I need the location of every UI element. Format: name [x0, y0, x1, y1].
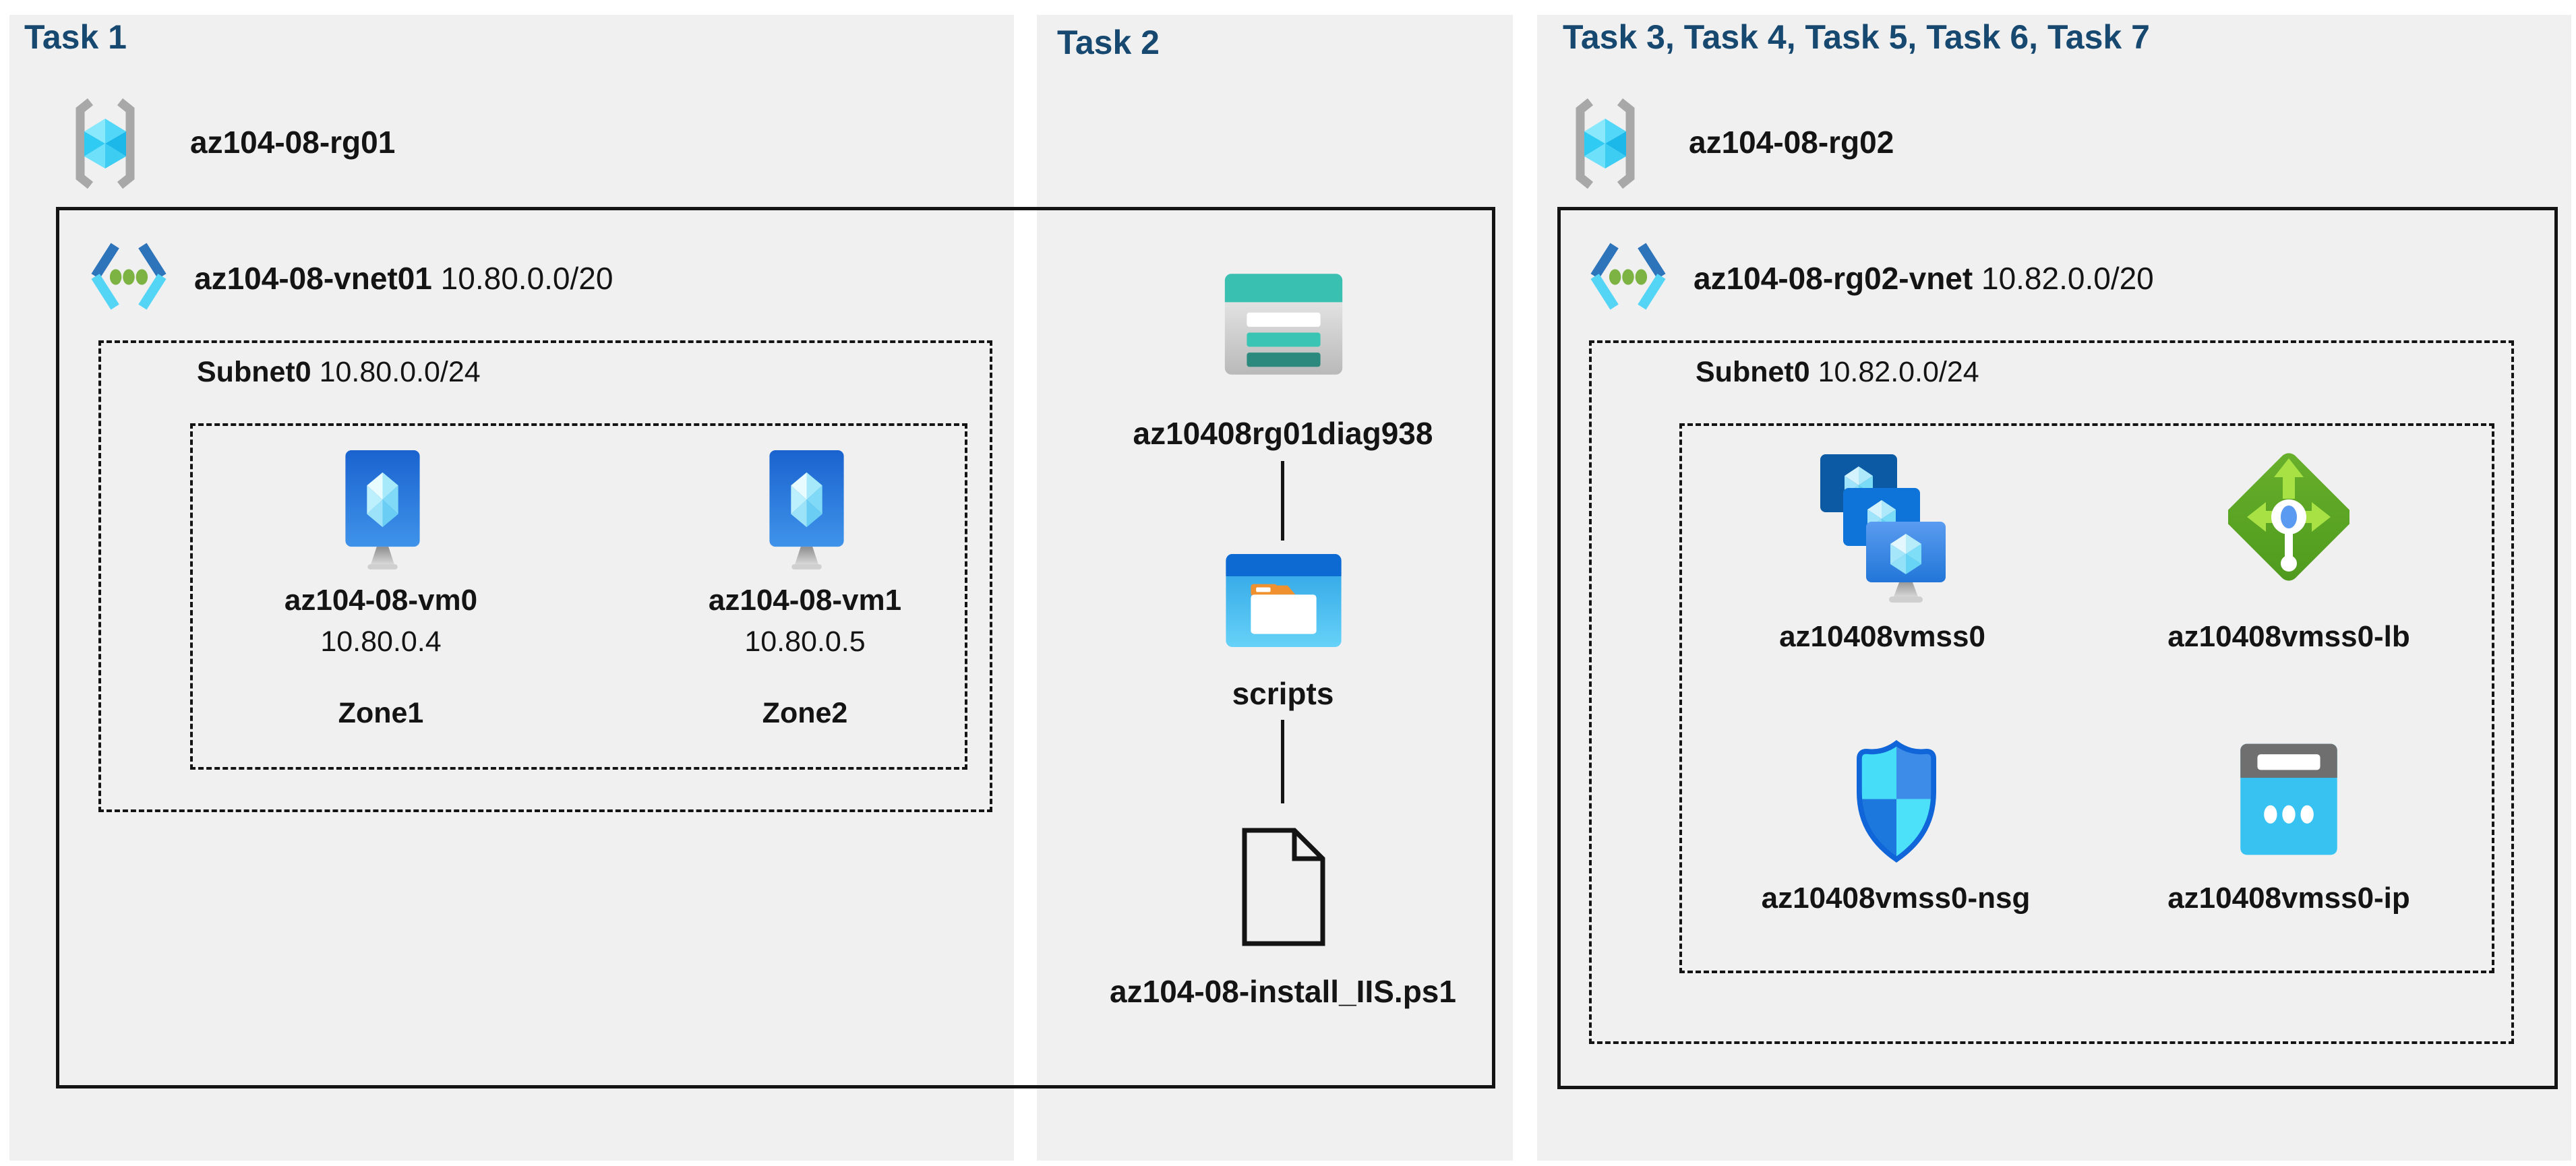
vmss-group-box — [1679, 423, 2494, 973]
scripts-folder-name: scripts — [1232, 676, 1334, 711]
vm-scale-set-icon — [1820, 454, 1946, 603]
vmss-name: az10408vmss0 — [1779, 620, 1985, 653]
virtual-network-icon — [91, 243, 167, 310]
folder-icon — [1226, 553, 1342, 648]
resource-group-name: az104-08-rg01 — [190, 125, 396, 160]
subnet0-name: Subnet0 — [1696, 356, 1810, 388]
storage-account-icon — [1224, 274, 1343, 375]
vm0-name: az104-08-vm0 — [284, 584, 478, 617]
vnet-cidr: 10.82.0.0/20 — [1981, 261, 2154, 296]
resource-group-name: az104-08-rg02 — [1689, 125, 1894, 160]
subnet0-box — [1589, 340, 2514, 1044]
task1-title: Task 1 — [24, 18, 127, 56]
vnet-name: az104-08-vnet01 — [194, 261, 432, 296]
virtual-network-icon — [1590, 243, 1666, 310]
load-balancer-name: az10408vmss0-lb — [2167, 620, 2410, 653]
vnet-label: az104-08-vnet01 10.80.0.0/20 — [194, 260, 613, 297]
file-icon — [1242, 828, 1325, 946]
storage-account-name: az10408rg01diag938 — [1133, 416, 1433, 451]
vm-group-box — [190, 423, 967, 770]
connector-scripts-file — [1281, 720, 1284, 803]
subnet0-box — [98, 340, 992, 812]
load-balancer-icon — [2228, 453, 2349, 581]
virtual-machine-icon — [345, 450, 420, 570]
public-ip-name: az10408vmss0-ip — [2167, 882, 2410, 915]
task3-title: Task 3, Task 4, Task 5, Task 6, Task 7 — [1563, 18, 2150, 56]
subnet0-label: Subnet0 10.80.0.0/24 — [197, 356, 481, 389]
vm1-zone: Zone2 — [762, 697, 848, 729]
network-security-group-icon — [1857, 740, 1936, 863]
subnet0-name: Subnet0 — [197, 356, 311, 388]
subnet0-cidr: 10.80.0.0/24 — [319, 356, 481, 388]
vnet01-box — [56, 207, 1495, 1088]
connector-storage-scripts — [1281, 461, 1284, 541]
vm0-ip: 10.80.0.4 — [320, 625, 442, 658]
resource-group-icon — [76, 98, 135, 189]
virtual-machine-icon — [769, 450, 844, 570]
task3-panel — [1537, 15, 2571, 1161]
subnet0-cidr: 10.82.0.0/24 — [1818, 356, 1979, 388]
nsg-name: az10408vmss0-nsg — [1761, 882, 2031, 915]
subnet0-label: Subnet0 10.82.0.0/24 — [1696, 356, 1979, 389]
vnet-cidr: 10.80.0.0/20 — [440, 261, 613, 296]
resource-group-icon — [1576, 98, 1635, 189]
vnet-label: az104-08-rg02-vnet 10.82.0.0/20 — [1694, 260, 2154, 297]
vm0-zone: Zone1 — [338, 697, 424, 729]
task1-panel — [9, 15, 1014, 1161]
script-file-name: az104-08-install_IIS.ps1 — [1110, 974, 1456, 1009]
vm1-ip: 10.80.0.5 — [744, 625, 866, 658]
vm1-name: az104-08-vm1 — [708, 584, 902, 617]
vnet-name: az104-08-rg02-vnet — [1694, 261, 1973, 296]
task2-title: Task 2 — [1057, 24, 1160, 61]
rg02-vnet-box — [1557, 207, 2558, 1089]
public-ip-icon — [2240, 743, 2337, 855]
